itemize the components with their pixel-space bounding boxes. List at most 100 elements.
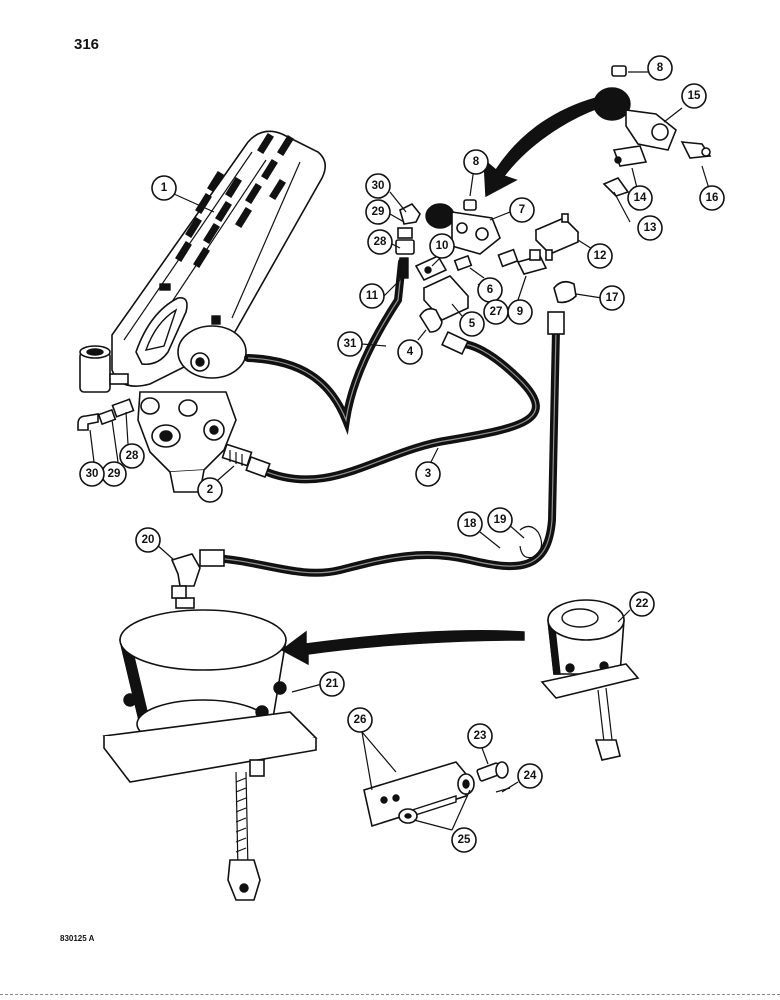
svg-text:4: 4 — [407, 346, 414, 358]
page-number: 316 — [74, 36, 100, 53]
svg-text:5: 5 — [469, 318, 476, 330]
callout-8-middle: 8 — [463, 149, 489, 175]
quick-coupler — [79, 345, 129, 393]
fitting-2 — [221, 443, 253, 467]
fitting-16 — [680, 141, 712, 159]
callout-18: 18 — [457, 511, 483, 537]
transfer-arrow-bottom — [280, 630, 525, 666]
callout-27: 27 — [483, 299, 509, 325]
fitting-8-top — [611, 65, 627, 77]
fitting-27 — [497, 248, 519, 268]
callout-2: 2 — [197, 477, 223, 503]
svg-text:12: 12 — [594, 250, 607, 262]
pin-23 — [476, 761, 509, 782]
svg-text:6: 6 — [487, 284, 493, 296]
callout-11: 11 — [359, 283, 385, 309]
callout-10: 10 — [429, 233, 455, 259]
fittings-28-29-30-left — [77, 398, 135, 431]
svg-text:8: 8 — [657, 62, 664, 74]
svg-text:30: 30 — [372, 180, 385, 192]
callout-31: 31 — [337, 331, 363, 357]
elbow-4 — [419, 308, 443, 333]
callout-23: 23 — [467, 723, 493, 749]
svg-text:16: 16 — [706, 192, 719, 204]
brake-chamber-22 — [540, 599, 640, 761]
svg-text:17: 17 — [606, 292, 619, 304]
svg-text:18: 18 — [464, 518, 477, 530]
svg-text:20: 20 — [142, 534, 155, 546]
brake-pedal — [111, 130, 326, 387]
callout-13: 13 — [637, 215, 663, 241]
handle-15 — [593, 87, 677, 151]
tee-9 — [516, 249, 548, 275]
callout-28-top: 28 — [367, 229, 393, 255]
svg-text:22: 22 — [636, 598, 649, 610]
callout-29-left: 29 — [101, 461, 127, 487]
svg-text:15: 15 — [688, 90, 701, 102]
callout-28-left: 28 — [119, 443, 145, 469]
svg-text:24: 24 — [524, 770, 537, 782]
svg-text:29: 29 — [372, 206, 385, 218]
fitting-6 — [453, 254, 473, 272]
callout-17: 17 — [599, 285, 625, 311]
svg-text:21: 21 — [326, 678, 339, 690]
callout-30-left: 30 — [79, 461, 105, 487]
svg-text:10: 10 — [436, 240, 449, 252]
page-bottom-rule — [0, 994, 780, 995]
callout-19: 19 — [487, 507, 513, 533]
brake-valve-body — [137, 325, 247, 493]
tee-14 — [612, 145, 648, 167]
hose-18 — [199, 311, 565, 577]
svg-text:1: 1 — [161, 182, 168, 194]
fitting-28-top — [395, 239, 415, 255]
svg-text:11: 11 — [366, 290, 379, 302]
elbow-20 — [170, 553, 201, 599]
callout-5: 5 — [459, 311, 485, 337]
svg-text:14: 14 — [634, 192, 647, 204]
transfer-arrow-top — [483, 97, 599, 198]
switch-12 — [534, 213, 580, 261]
svg-text:25: 25 — [458, 834, 471, 846]
svg-text:26: 26 — [354, 714, 367, 726]
callout-21: 21 — [319, 671, 345, 697]
svg-text:27: 27 — [490, 306, 503, 318]
callout-4: 4 — [397, 339, 423, 365]
callout-8-top: 8 — [647, 55, 673, 81]
washer-25-a — [457, 773, 475, 795]
callout-15: 15 — [681, 83, 707, 109]
svg-text:31: 31 — [344, 338, 357, 350]
callout-25: 25 — [451, 827, 477, 853]
svg-text:8: 8 — [473, 156, 480, 168]
svg-text:7: 7 — [519, 204, 525, 216]
callout-7: 7 — [509, 197, 535, 223]
fitting-29-top — [397, 227, 413, 239]
leader-lines — [89, 71, 711, 831]
callout-29-top: 29 — [365, 199, 391, 225]
callout-1: 1 — [151, 175, 177, 201]
callout-30-top: 30 — [365, 173, 391, 199]
svg-text:28: 28 — [126, 450, 139, 462]
svg-text:2: 2 — [207, 484, 213, 496]
callout-12: 12 — [587, 243, 613, 269]
callout-24: 24 — [517, 763, 543, 789]
callout-6: 6 — [477, 277, 503, 303]
washer-25-b — [398, 808, 418, 824]
brake-chamber-21 — [102, 597, 318, 901]
svg-text:29: 29 — [108, 468, 121, 480]
svg-text:23: 23 — [474, 730, 487, 742]
tube-11 — [399, 257, 409, 279]
elbow-17 — [553, 280, 577, 304]
hose-3 — [245, 330, 540, 484]
hose-31 — [244, 258, 406, 436]
fitting-8-middle — [463, 199, 477, 211]
callout-3: 3 — [415, 461, 441, 487]
svg-text:9: 9 — [517, 306, 523, 318]
svg-text:3: 3 — [425, 468, 431, 480]
figure-code: 830125 A — [60, 934, 95, 943]
svg-text:28: 28 — [374, 236, 387, 248]
callout-16: 16 — [699, 185, 725, 211]
callout-26: 26 — [347, 707, 373, 733]
elbow-13 — [602, 177, 630, 197]
